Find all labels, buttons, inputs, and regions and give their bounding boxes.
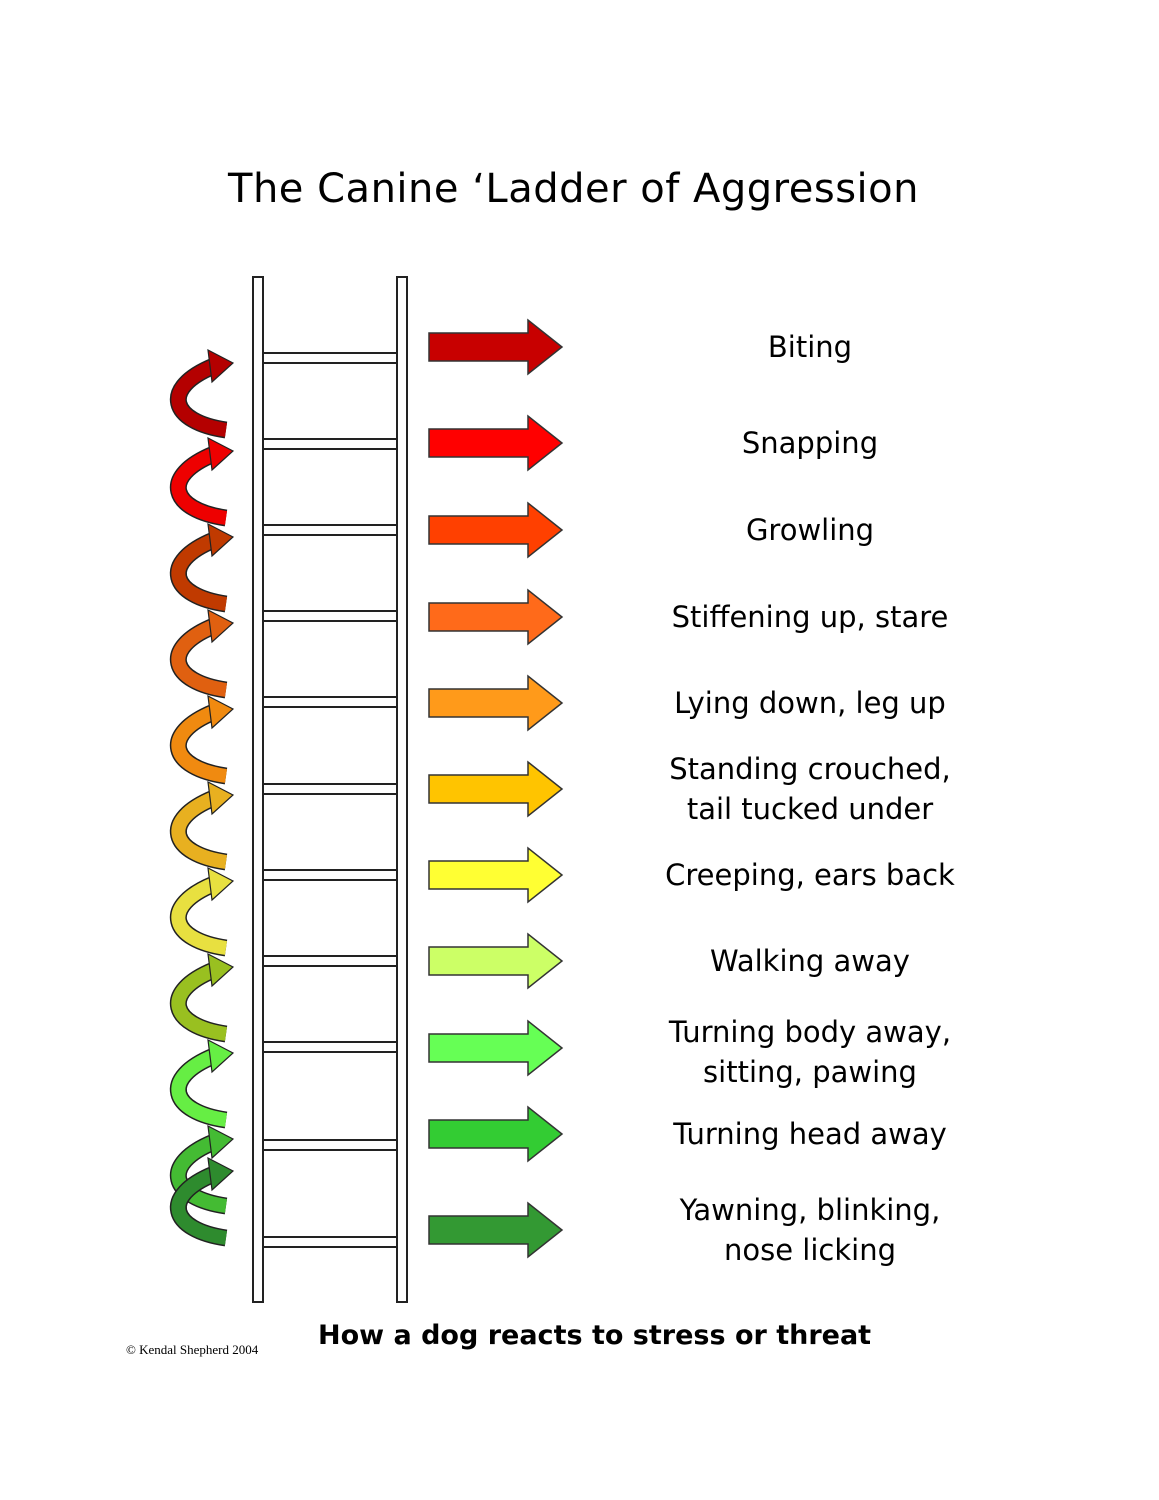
curved-arrow bbox=[171, 705, 228, 783]
step-arrow bbox=[428, 674, 564, 732]
ladder-rung bbox=[262, 696, 398, 708]
behaviour-label-line: Standing crouched, bbox=[669, 752, 951, 786]
step-arrow bbox=[428, 932, 564, 990]
behaviour-label: Yawning, blinking, nose licking bbox=[640, 1190, 980, 1270]
ladder-rail-left bbox=[252, 276, 264, 1303]
behaviour-label: Walking away bbox=[640, 941, 980, 981]
behaviour-label-line: tail tucked under bbox=[686, 792, 934, 826]
curved-arrow bbox=[171, 447, 228, 525]
curved-arrow-head bbox=[207, 522, 235, 558]
behaviour-label-line: Growling bbox=[745, 513, 875, 547]
curved-arrow-head bbox=[207, 1156, 235, 1192]
behaviour-label: Turning body away, sitting, pawing bbox=[640, 1012, 980, 1092]
curved-arrow-head bbox=[207, 608, 235, 644]
step-arrow bbox=[428, 501, 564, 559]
behaviour-label: Snapping bbox=[640, 423, 980, 463]
behaviour-label-line: Biting bbox=[767, 330, 853, 364]
curved-arrow-head bbox=[207, 348, 235, 384]
curved-arrow-head bbox=[207, 866, 235, 902]
behaviour-label-line: Stiffening up, stare bbox=[671, 600, 949, 634]
step-arrow bbox=[428, 588, 564, 646]
behaviour-label: Lying down, leg up bbox=[640, 683, 980, 723]
step-arrow bbox=[428, 760, 564, 818]
curved-arrow bbox=[171, 359, 228, 437]
curved-arrow bbox=[171, 533, 228, 611]
curved-arrow bbox=[171, 791, 228, 869]
behaviour-label: Biting bbox=[640, 327, 980, 367]
curved-arrow-head bbox=[207, 780, 235, 816]
behaviour-label-line: Yawning, blinking, bbox=[679, 1193, 941, 1227]
step-arrow bbox=[428, 1019, 564, 1077]
caption: How a dog reacts to stress or threat bbox=[318, 1320, 872, 1351]
step-arrow bbox=[428, 846, 564, 904]
ladder-rung bbox=[262, 352, 398, 364]
behaviour-label: Creeping, ears back bbox=[640, 855, 980, 895]
behaviour-label-line: Turning head away bbox=[673, 1117, 947, 1151]
behaviour-label-line: nose licking bbox=[724, 1233, 896, 1267]
curved-arrow bbox=[171, 877, 228, 955]
curved-arrow-head bbox=[207, 436, 235, 472]
copyright-notice: © Kendal Shepherd 2004 bbox=[126, 1342, 259, 1357]
behaviour-label: Standing crouched, tail tucked under bbox=[640, 749, 980, 829]
behaviour-label-line: Creeping, ears back bbox=[665, 858, 955, 892]
step-arrow bbox=[428, 318, 564, 376]
behaviour-label: Turning head away bbox=[640, 1114, 980, 1154]
behaviour-label: Stiffening up, stare bbox=[640, 597, 980, 637]
behaviour-label-line: Snapping bbox=[741, 426, 879, 460]
ladder-rail-right bbox=[396, 276, 408, 1303]
behaviour-label-line: Walking away bbox=[710, 944, 910, 978]
ladder-rung bbox=[262, 1236, 398, 1248]
curved-arrow-head bbox=[207, 1124, 235, 1160]
ladder-rung bbox=[262, 1041, 398, 1053]
ladder-rung bbox=[262, 610, 398, 622]
step-arrow bbox=[428, 1105, 564, 1163]
curved-arrow-head bbox=[207, 952, 235, 988]
ladder-rung bbox=[262, 955, 398, 967]
curved-arrow bbox=[171, 1135, 228, 1213]
ladder-rung bbox=[262, 524, 398, 536]
ladder-rung bbox=[262, 869, 398, 881]
curved-arrow bbox=[171, 619, 228, 697]
behaviour-label-line: Lying down, leg up bbox=[674, 686, 946, 720]
behaviour-label-line: sitting, pawing bbox=[703, 1055, 917, 1089]
curved-arrow-head bbox=[207, 694, 235, 730]
diagram-title: The Canine ‘Ladder of Aggression bbox=[228, 166, 919, 212]
curved-arrow bbox=[171, 1167, 228, 1245]
ladder-rung bbox=[262, 438, 398, 450]
ladder-rung bbox=[262, 783, 398, 795]
curved-arrow bbox=[171, 963, 228, 1041]
step-arrow bbox=[428, 1201, 564, 1259]
behaviour-label: Growling bbox=[640, 510, 980, 550]
ladder-rung bbox=[262, 1139, 398, 1151]
behaviour-label-line: Turning body away, bbox=[668, 1015, 952, 1049]
step-arrow bbox=[428, 414, 564, 472]
curved-arrow-head bbox=[207, 1038, 235, 1074]
curved-arrow bbox=[171, 1049, 228, 1127]
